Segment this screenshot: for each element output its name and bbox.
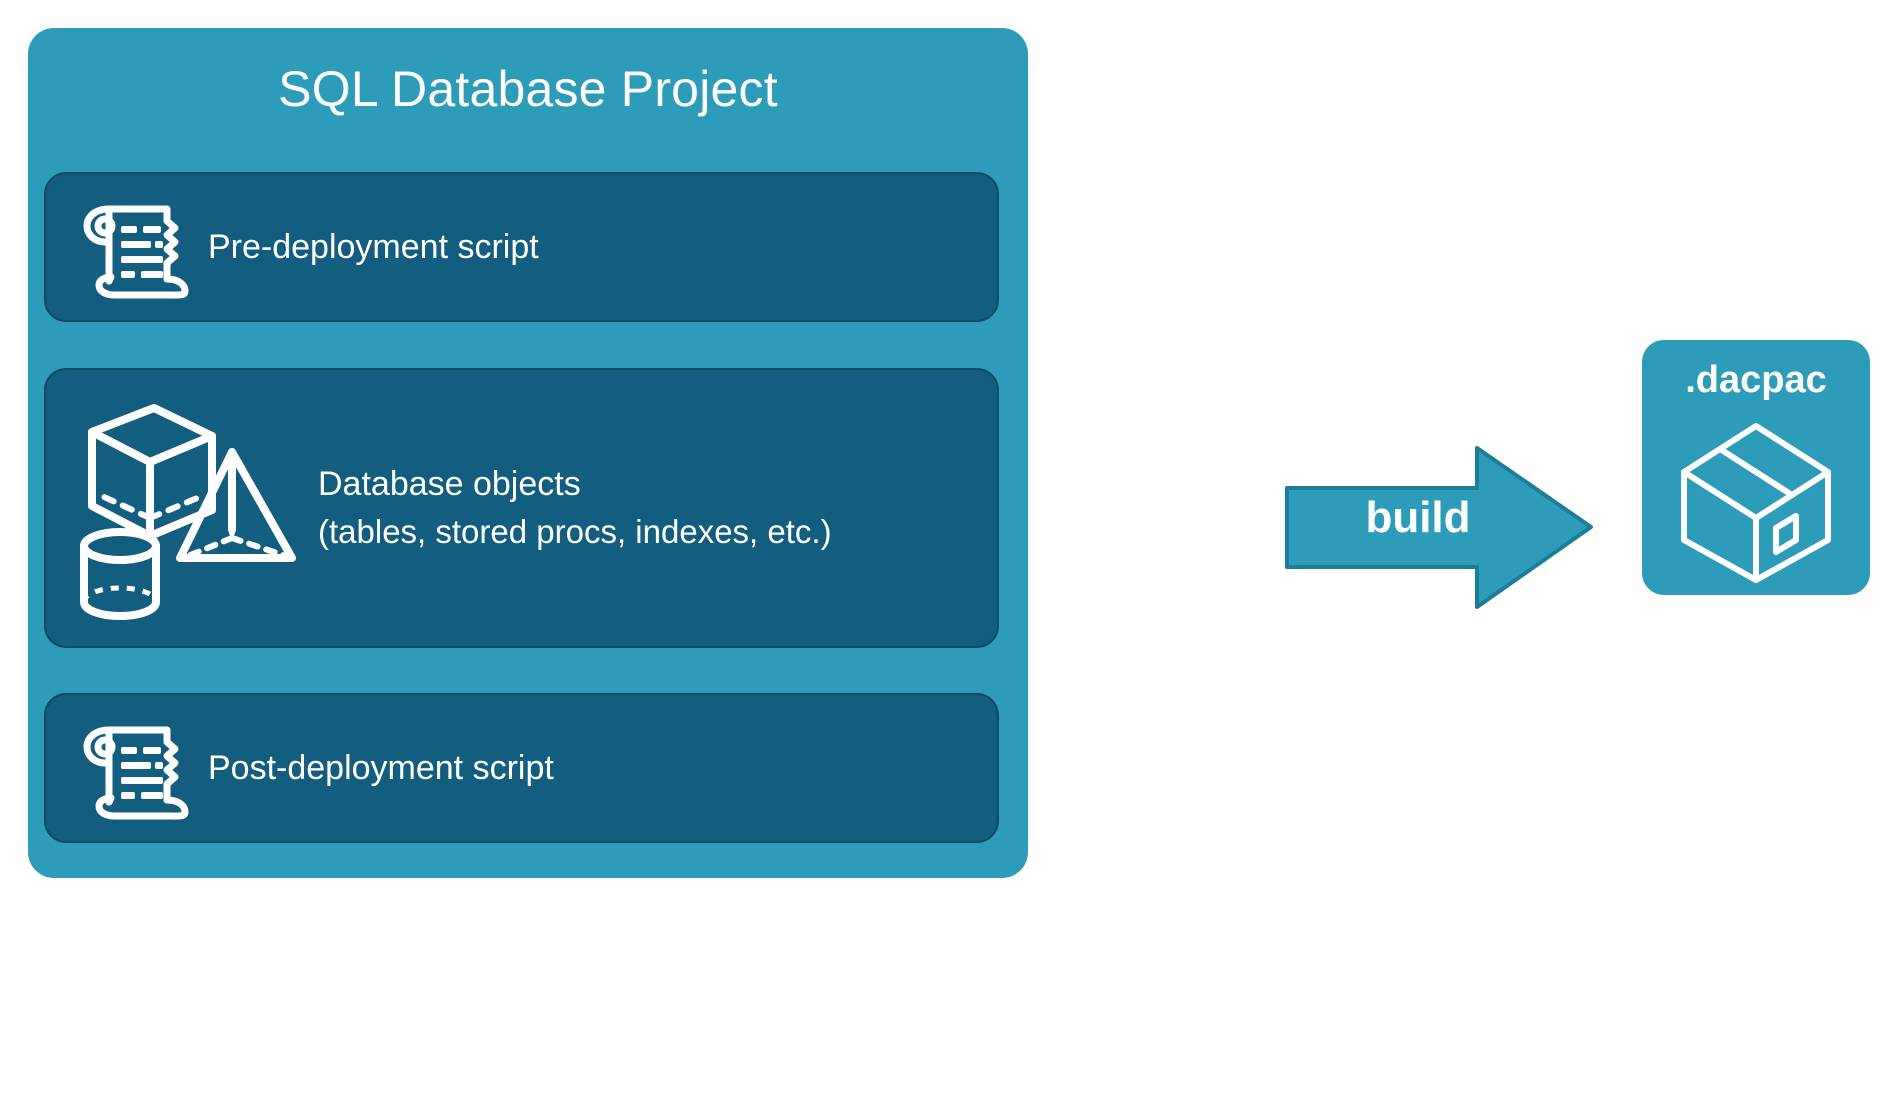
scroll-icon <box>58 716 208 820</box>
dacpac-title: .dacpac <box>1685 359 1827 401</box>
database-objects-icons <box>56 388 318 628</box>
row-label-database-objects: Database objects (tables, stored procs, … <box>318 460 832 556</box>
package-box-icon <box>1676 418 1836 591</box>
build-arrow-icon <box>1285 440 1595 615</box>
cylinder-icon <box>80 528 160 621</box>
row-database-objects[interactable]: Database objects (tables, stored procs, … <box>44 368 999 648</box>
row-label-pre-deployment: Pre-deployment script <box>208 228 539 266</box>
sql-database-project-card: SQL Database Project <box>28 28 1028 878</box>
row-pre-deployment-script[interactable]: Pre-deployment script <box>44 172 999 322</box>
database-objects-line-2: (tables, stored procs, indexes, etc.) <box>318 513 832 550</box>
build-label: build <box>1365 493 1471 542</box>
row-post-deployment-script[interactable]: Post-deployment script <box>44 693 999 843</box>
scroll-icon <box>58 195 208 299</box>
dacpac-output-card[interactable]: .dacpac <box>1642 340 1870 595</box>
database-objects-line-1: Database objects <box>318 465 581 503</box>
page-title: SQL Database Project <box>278 61 778 117</box>
row-label-post-deployment: Post-deployment script <box>208 749 554 787</box>
